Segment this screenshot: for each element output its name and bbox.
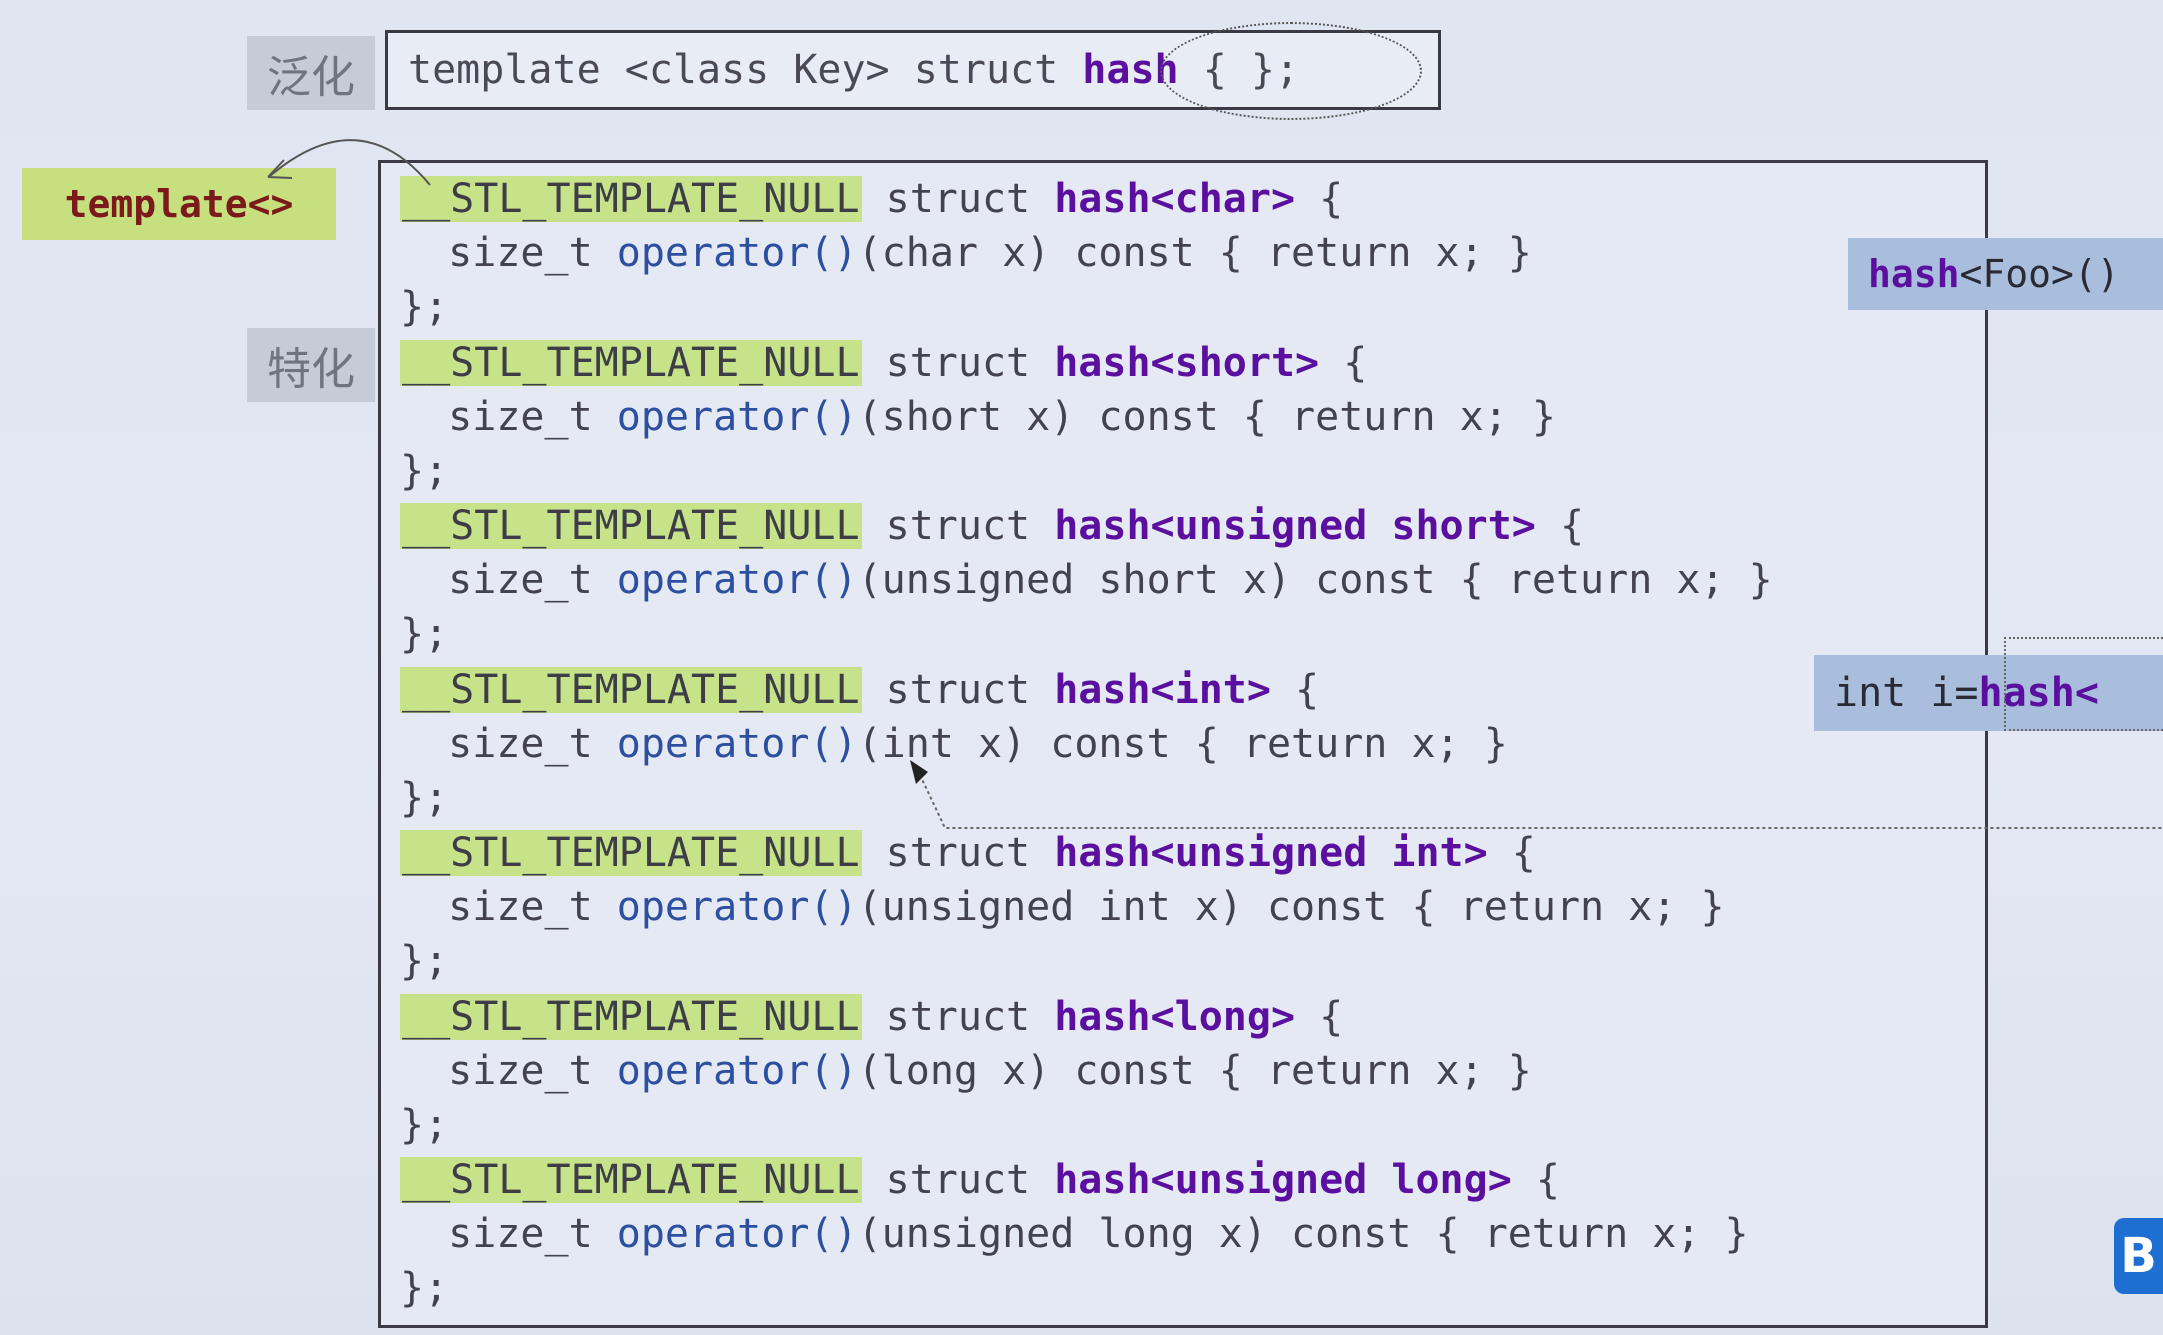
spec-header-line: __STL_TEMPLATE_NULL struct hash<int> { bbox=[400, 663, 1319, 717]
spec-header-line: __STL_TEMPLATE_NULL struct hash<short> { bbox=[400, 336, 1367, 390]
spec-header-line: __STL_TEMPLATE_NULL struct hash<unsigned… bbox=[400, 499, 1584, 553]
int-callout-line bbox=[919, 774, 2163, 829]
template-arrowhead bbox=[267, 159, 293, 179]
operator-body: (char x) const { return x; } bbox=[857, 230, 1532, 276]
spec-name: hash<unsigned long> bbox=[1054, 1157, 1512, 1203]
spec-close-line: }; bbox=[400, 938, 449, 984]
spec-header-line: __STL_TEMPLATE_NULL struct hash<char> { bbox=[400, 172, 1343, 226]
operator-body: (unsigned long x) const { return x; } bbox=[857, 1211, 1749, 1257]
operator-body: (int x) const { return x; } bbox=[857, 720, 1508, 767]
spec-close-line: }; bbox=[400, 1265, 449, 1311]
spec-header-line: __STL_TEMPLATE_NULL struct hash<unsigned… bbox=[400, 826, 1536, 880]
open-brace: { bbox=[1295, 176, 1344, 222]
hash-foo-name: hash bbox=[1868, 252, 1960, 296]
stl-template-null-macro: __STL_TEMPLATE_NULL bbox=[400, 503, 862, 549]
operator-call: operator() bbox=[616, 393, 858, 440]
operator-call: operator() bbox=[616, 1211, 858, 1257]
struct-keyword: struct bbox=[861, 993, 1055, 1040]
size-t-type: size_t bbox=[400, 1211, 617, 1257]
spec-name: hash<unsigned short> bbox=[1054, 503, 1536, 549]
stl-template-null-macro: __STL_TEMPLATE_NULL bbox=[400, 830, 862, 876]
spec-operator-line: size_t operator()(unsigned short x) cons… bbox=[400, 553, 1773, 607]
struct-keyword: struct bbox=[861, 1157, 1055, 1203]
int-hash-keyword: hash< bbox=[1978, 670, 2099, 716]
spec-header-line: __STL_TEMPLATE_NULL struct hash<unsigned… bbox=[400, 1153, 1560, 1207]
stl-template-null-macro: __STL_TEMPLATE_NULL bbox=[400, 1157, 862, 1203]
struct-keyword: struct bbox=[861, 176, 1055, 222]
hash-foo-rest: <Foo>() bbox=[1959, 252, 2120, 296]
hash-highlight-oval bbox=[1160, 22, 1422, 120]
size-t-type: size_t bbox=[400, 884, 617, 930]
int-callout-arrowhead bbox=[910, 760, 928, 784]
operator-body: (unsigned int x) const { return x; } bbox=[857, 884, 1725, 930]
operator-body: (short x) const { return x; } bbox=[857, 393, 1556, 440]
operator-call: operator() bbox=[616, 557, 858, 603]
operator-body: (long x) const { return x; } bbox=[857, 1047, 1532, 1094]
stl-template-null-macro: __STL_TEMPLATE_NULL bbox=[400, 339, 862, 386]
open-brace: { bbox=[1511, 1157, 1560, 1203]
operator-body: (unsigned short x) const { return x; } bbox=[857, 557, 1773, 603]
int-prefix: int i= bbox=[1834, 670, 1979, 716]
spec-close-line: }; bbox=[400, 1101, 449, 1148]
spec-name: hash<int> bbox=[1054, 666, 1271, 713]
spec-operator-line: size_t operator()(unsigned int x) const … bbox=[400, 880, 1725, 934]
int-hash-dotted-frame bbox=[2004, 637, 2163, 731]
spec-header-line: __STL_TEMPLATE_NULL struct hash<long> { bbox=[400, 990, 1343, 1044]
stl-template-null-macro: __STL_TEMPLATE_NULL bbox=[400, 666, 862, 713]
stl-template-null-macro: __STL_TEMPLATE_NULL bbox=[400, 176, 862, 222]
open-brace: { bbox=[1295, 993, 1344, 1040]
spec-name: hash<long> bbox=[1054, 993, 1296, 1040]
int-hash-callout: int i=hash< bbox=[1814, 655, 2163, 731]
struct-keyword: struct bbox=[861, 830, 1055, 876]
spec-operator-line: size_t operator()(short x) const { retur… bbox=[400, 390, 1556, 444]
spec-operator-line: size_t operator()(char x) const { return… bbox=[400, 226, 1532, 280]
template-arrow bbox=[269, 139, 431, 186]
operator-call: operator() bbox=[616, 1047, 858, 1094]
open-brace: { bbox=[1535, 503, 1585, 549]
size-t-type: size_t bbox=[400, 1047, 617, 1094]
general-template-prefix: template <class Key> struct bbox=[408, 47, 1083, 93]
spec-name: hash<unsigned int> bbox=[1054, 830, 1488, 876]
corner-badge: B bbox=[2114, 1218, 2163, 1294]
spec-operator-line: size_t operator()(unsigned long x) const… bbox=[400, 1207, 1749, 1261]
size-t-type: size_t bbox=[400, 393, 617, 440]
spec-operator-line: size_t operator()(int x) const { return … bbox=[400, 717, 1508, 771]
generalization-label: 泛化 bbox=[247, 36, 375, 110]
spec-close-line: }; bbox=[400, 774, 449, 821]
stl-template-null-macro: __STL_TEMPLATE_NULL bbox=[400, 993, 862, 1040]
open-brace: { bbox=[1270, 666, 1320, 713]
size-t-type: size_t bbox=[400, 720, 617, 767]
open-brace: { bbox=[1319, 339, 1368, 386]
spec-close-line: }; bbox=[400, 447, 449, 494]
open-brace: { bbox=[1487, 830, 1536, 876]
operator-call: operator() bbox=[616, 720, 858, 767]
struct-keyword: struct bbox=[861, 666, 1055, 713]
specialization-label: 特化 bbox=[247, 328, 375, 402]
template-null-label: template<> bbox=[22, 168, 336, 240]
operator-call: operator() bbox=[616, 230, 858, 276]
size-t-type: size_t bbox=[400, 557, 617, 603]
struct-keyword: struct bbox=[861, 503, 1055, 549]
spec-name: hash<short> bbox=[1054, 339, 1320, 386]
size-t-type: size_t bbox=[400, 230, 617, 276]
hash-foo-callout: hash<Foo>() bbox=[1848, 238, 2163, 310]
operator-call: operator() bbox=[616, 884, 858, 930]
spec-close-line: }; bbox=[400, 284, 449, 330]
spec-name: hash<char> bbox=[1054, 176, 1296, 222]
struct-keyword: struct bbox=[861, 339, 1055, 386]
spec-operator-line: size_t operator()(long x) const { return… bbox=[400, 1044, 1532, 1098]
spec-close-line: }; bbox=[400, 611, 449, 657]
